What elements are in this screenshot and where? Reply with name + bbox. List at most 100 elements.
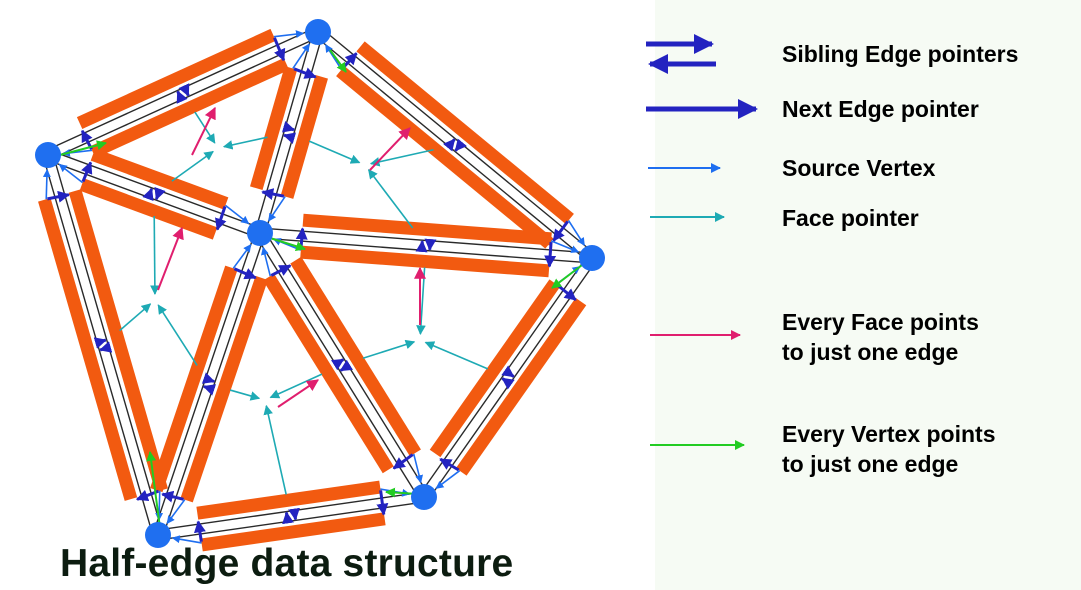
source-vertex-pointer (567, 220, 586, 246)
next-pointers (47, 37, 577, 542)
legend-face-edge-label-2: to just one edge (782, 339, 959, 365)
next-pointer (544, 241, 557, 268)
legend-panel (655, 0, 1081, 590)
face-pointer (222, 136, 268, 150)
source-vertex-pointer (166, 499, 186, 524)
face-pointer (362, 339, 416, 360)
vertex-to-edge-pointers (59, 49, 587, 529)
legend-sibling-label: Sibling Edge pointers (782, 41, 1019, 67)
sibling-pointer (424, 238, 437, 251)
source-vertex-pointer (435, 470, 461, 490)
face-to-edge-pointers (157, 106, 426, 408)
sibling-pointer (339, 359, 354, 372)
half-edge (150, 265, 238, 493)
face-pointer (157, 304, 198, 366)
half-edge (196, 480, 382, 520)
vertex (305, 19, 331, 45)
legend-vertex-edge-label-2: to just one edge (782, 451, 959, 477)
legend-next-label: Next Edge pointer (782, 96, 979, 122)
face-pointer (263, 404, 287, 495)
source-vertex-pointer (550, 240, 580, 253)
sibling-pointer (415, 240, 428, 253)
vertex (579, 245, 605, 271)
next-pointer (439, 457, 460, 472)
next-pointer (261, 188, 285, 200)
next-pointer (293, 67, 317, 79)
next-pointer (161, 490, 184, 503)
next-pointer (376, 490, 389, 516)
source-vertex-pointer (261, 246, 272, 277)
vertex (247, 220, 273, 246)
half-edge (356, 41, 574, 224)
legend-source-label: Source Vertex (782, 155, 936, 181)
sibling-pointer (99, 341, 113, 353)
vertices (35, 19, 605, 548)
vertex-to-edge-pointer (269, 237, 306, 252)
half-edge (90, 148, 229, 210)
next-pointer (215, 206, 227, 231)
source-vertex-pointer (412, 453, 423, 484)
sibling-pointer (202, 384, 217, 396)
sibling-pointer (288, 507, 300, 521)
sibling-pointer (176, 90, 188, 104)
sibling-pointer (442, 138, 456, 152)
face-pointer (150, 215, 160, 295)
sibling-pointer (142, 187, 154, 202)
source-vertex-pointer (58, 163, 84, 184)
sibling-pointers-symbol (646, 34, 716, 74)
sibling-pointer (501, 377, 515, 390)
half-edge (429, 279, 561, 458)
sibling-pointer (154, 186, 166, 201)
vertex-to-edge-pointer (551, 261, 587, 289)
diagram-caption: Half-edge data structure (60, 542, 514, 585)
face-pointer (269, 373, 323, 399)
next-pointer (81, 161, 93, 183)
half-edge (250, 66, 298, 191)
vertex (145, 522, 171, 548)
face-pointer (369, 148, 434, 167)
face-to-edge-pointer (157, 226, 184, 291)
half-edge (280, 74, 328, 199)
face-pointer (171, 150, 214, 182)
next-pointer (193, 520, 206, 542)
face-to-edge-pointer (277, 379, 319, 408)
face-pointer (229, 389, 261, 401)
half-edge (300, 245, 550, 278)
vertex-to-edge-pointer (59, 140, 107, 156)
half-edge (200, 512, 386, 552)
source-vertex-pointer (268, 196, 286, 222)
legend-vertex-edge-label-1: Every Vertex points (782, 421, 996, 447)
sibling-pointer (454, 138, 468, 152)
half-edges (38, 28, 587, 552)
half-edge (455, 297, 587, 476)
sibling-pointer (201, 372, 216, 384)
face-pointer (308, 140, 361, 164)
next-pointer (270, 264, 292, 277)
face-to-edge-pointer (191, 106, 216, 156)
vertex-to-edge-pointer (146, 451, 161, 529)
source-vertex-pointer (273, 30, 304, 39)
face-pointer (367, 169, 414, 229)
source-vertex-pointer (224, 204, 250, 225)
legend-face-edge-label-1: Every Face points (782, 309, 979, 335)
half-edge (302, 213, 552, 246)
source-vertex-pointer (42, 169, 51, 200)
sibling-pointers (93, 83, 515, 525)
sibling-pointer (501, 365, 515, 378)
half-edge (180, 275, 268, 503)
vertex-to-edge-pointer (329, 49, 347, 73)
sibling-pointer (281, 121, 296, 133)
source-vertex-pointer (232, 244, 252, 269)
half-edge (38, 197, 138, 501)
half-edge (336, 66, 554, 249)
sibling-pointer (282, 132, 297, 144)
face-to-edge-pointer (369, 127, 411, 171)
face-pointers (119, 111, 489, 495)
half-edge-diagram (35, 19, 605, 552)
source-vertex-pointer (171, 535, 202, 544)
half-edge (68, 189, 168, 493)
face-pointer (424, 341, 489, 370)
next-pointer (392, 453, 414, 470)
